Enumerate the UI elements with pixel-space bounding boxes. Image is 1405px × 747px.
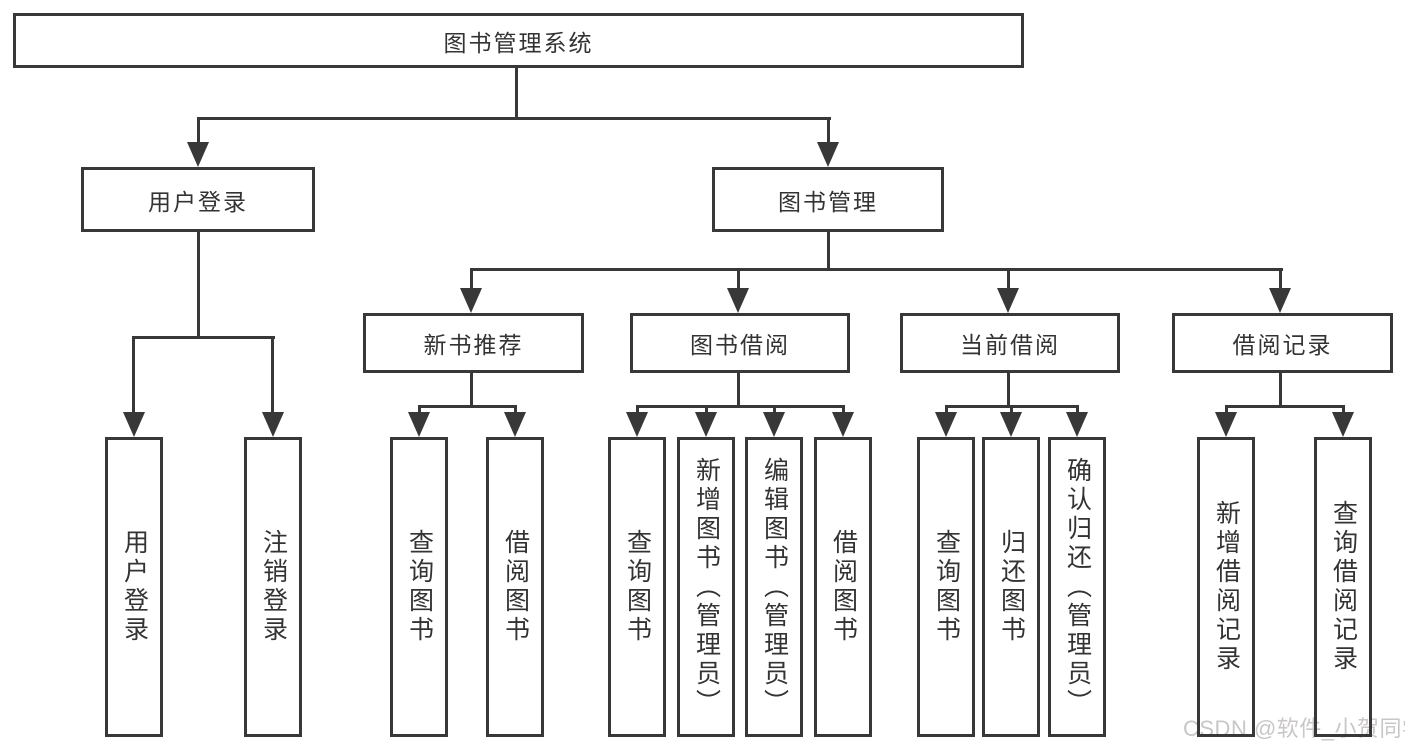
node-label: 归还图书 (997, 529, 1026, 645)
connector-line (737, 268, 740, 291)
node-borrow-records: 借阅记录 (1172, 313, 1393, 373)
connector-line (737, 373, 740, 408)
node-leaf-borrow-books: 借阅图书 (814, 437, 872, 737)
connector-line (1225, 405, 1228, 415)
node-label: 查询借阅记录 (1329, 500, 1358, 674)
arrowhead-down-icon (832, 412, 854, 437)
node-leaf-query-books-recommend: 查询图书 (390, 437, 448, 737)
node-book-borrow: 图书借阅 (630, 313, 850, 373)
connector-line (470, 373, 473, 408)
connector-line (515, 68, 518, 120)
node-user-login: 用户登录 (81, 167, 315, 232)
node-label: 新增借阅记录 (1212, 500, 1241, 674)
node-label: 借阅图书 (829, 529, 858, 645)
connector-line (271, 336, 274, 416)
node-label: 图书管理 (778, 188, 878, 215)
connector-line (842, 405, 845, 415)
arrowhead-down-icon (1269, 288, 1291, 313)
connector-line (945, 405, 948, 415)
connector-line (197, 117, 200, 146)
connector-line (418, 405, 421, 415)
connector-line (636, 405, 845, 408)
connector-line (197, 232, 200, 339)
node-label: 注销登录 (259, 529, 288, 645)
arrowhead-down-icon (935, 412, 957, 437)
arrowhead-down-icon (1332, 412, 1354, 437)
node-label: 图书管理系统 (443, 29, 594, 56)
node-label: 查询图书 (405, 529, 434, 645)
arrowhead-down-icon (408, 412, 430, 437)
node-label: 新增图书（管理员） (692, 456, 721, 718)
node-leaf-edit-books-admin: 编辑图书（管理员） (745, 437, 803, 737)
connector-line (636, 405, 639, 415)
arrowhead-down-icon (123, 412, 145, 437)
node-new-book-recommend: 新书推荐 (363, 313, 584, 373)
node-label: 用户登录 (120, 529, 149, 645)
node-leaf-add-books-admin: 新增图书（管理员） (677, 437, 735, 737)
connector-line (1007, 373, 1010, 408)
connector-line (1010, 405, 1013, 415)
connector-line (132, 336, 275, 339)
arrowhead-down-icon (460, 288, 482, 313)
arrowhead-down-icon (997, 288, 1019, 313)
arrowhead-down-icon (763, 412, 785, 437)
node-library-management-system: 图书管理系统 (13, 13, 1024, 68)
connector-line (514, 405, 517, 415)
node-label: 借阅记录 (1232, 332, 1333, 358)
arrowhead-down-icon (695, 412, 717, 437)
node-label: 编辑图书（管理员） (760, 456, 789, 718)
node-label: 用户登录 (148, 188, 248, 215)
node-leaf-query-books-borrow: 查询图书 (608, 437, 666, 737)
arrowhead-down-icon (504, 412, 526, 437)
node-label: 借阅图书 (501, 529, 530, 645)
connector-line (197, 117, 831, 120)
node-leaf-query-borrow-record: 查询借阅记录 (1314, 437, 1372, 737)
connector-line (1007, 268, 1010, 291)
connector-line (705, 405, 708, 415)
connector-line (470, 268, 1283, 271)
connector-line (827, 232, 830, 271)
arrowhead-down-icon (817, 142, 839, 167)
connector-line (418, 405, 517, 408)
node-leaf-return-books: 归还图书 (982, 437, 1040, 737)
connector-line (132, 336, 135, 416)
connector-line (1279, 268, 1282, 291)
connector-line (773, 405, 776, 415)
node-label: 图书借阅 (690, 332, 790, 358)
node-label: 当前借阅 (960, 332, 1060, 358)
connector-line (1279, 373, 1282, 408)
connector-line (1076, 405, 1079, 415)
node-leaf-user-login: 用户登录 (105, 437, 163, 737)
arrowhead-down-icon (626, 412, 648, 437)
node-book-management: 图书管理 (712, 167, 944, 232)
node-label: 查询图书 (932, 529, 961, 645)
connector-line (827, 117, 830, 146)
arrowhead-down-icon (262, 412, 284, 437)
node-leaf-add-borrow-record: 新增借阅记录 (1197, 437, 1255, 737)
node-leaf-logout: 注销登录 (244, 437, 302, 737)
connector-line (1225, 405, 1344, 408)
connector-line (470, 268, 473, 291)
connector-line (1342, 405, 1345, 415)
node-leaf-borrow-books-recommend: 借阅图书 (486, 437, 544, 737)
arrowhead-down-icon (1215, 412, 1237, 437)
node-label: 新书推荐 (423, 332, 524, 358)
arrowhead-down-icon (187, 142, 209, 167)
node-label: 确认归还（管理员） (1063, 456, 1092, 718)
node-leaf-query-books-current: 查询图书 (917, 437, 975, 737)
node-label: 查询图书 (623, 529, 652, 645)
node-leaf-confirm-return-admin: 确认归还（管理员） (1048, 437, 1106, 737)
arrowhead-down-icon (727, 288, 749, 313)
arrowhead-down-icon (1066, 412, 1088, 437)
arrowhead-down-icon (1000, 412, 1022, 437)
node-current-borrow: 当前借阅 (900, 313, 1120, 373)
